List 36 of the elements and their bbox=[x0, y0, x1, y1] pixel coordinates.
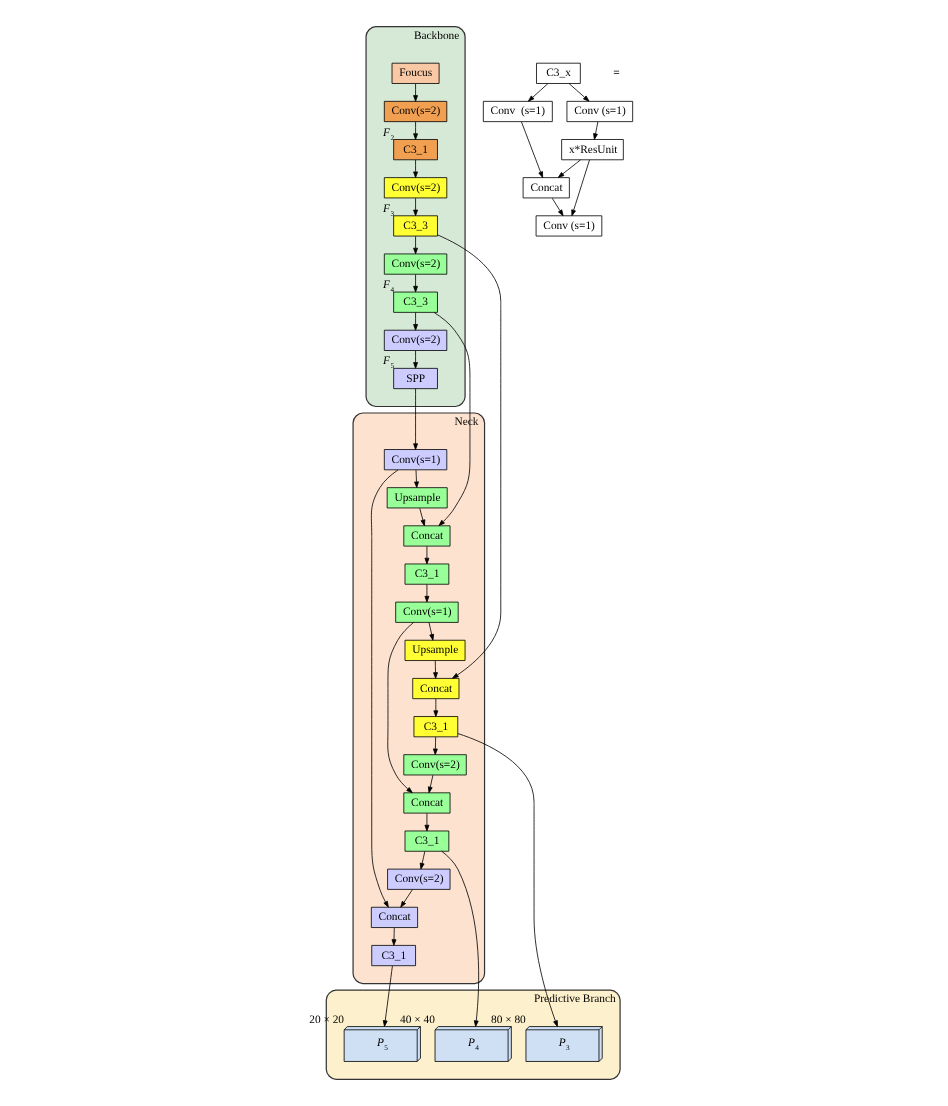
arrow bbox=[382, 965, 393, 1027]
arrow bbox=[571, 159, 590, 217]
arrow bbox=[433, 698, 439, 717]
arrow bbox=[593, 121, 599, 140]
arrow bbox=[427, 774, 434, 794]
arrow bbox=[424, 545, 430, 565]
arrow bbox=[557, 159, 581, 178]
arrow bbox=[424, 812, 430, 832]
arrow bbox=[413, 83, 418, 102]
arrow bbox=[419, 851, 426, 870]
arrow bbox=[433, 736, 438, 755]
arrow bbox=[413, 235, 418, 255]
arrow bbox=[441, 850, 480, 1027]
arrow bbox=[413, 312, 418, 331]
arrow bbox=[419, 507, 426, 527]
arrow bbox=[413, 159, 418, 178]
arrow bbox=[370, 469, 399, 908]
arrow bbox=[413, 388, 418, 450]
arrow bbox=[428, 622, 435, 641]
arrow bbox=[413, 121, 418, 140]
arrow bbox=[527, 83, 549, 102]
arrow bbox=[437, 234, 502, 679]
arrow bbox=[457, 733, 558, 1027]
arrow bbox=[551, 197, 564, 217]
arrow bbox=[414, 469, 419, 488]
arrow bbox=[424, 584, 430, 603]
arrow bbox=[387, 622, 414, 794]
arrow bbox=[433, 660, 438, 679]
arrow bbox=[413, 274, 418, 293]
arrow bbox=[433, 312, 471, 526]
arrow bbox=[391, 927, 397, 946]
arrow bbox=[568, 83, 590, 102]
arrow bbox=[413, 350, 418, 369]
arrow bbox=[400, 889, 413, 908]
arrow bbox=[413, 197, 418, 217]
arrow bbox=[521, 121, 544, 178]
